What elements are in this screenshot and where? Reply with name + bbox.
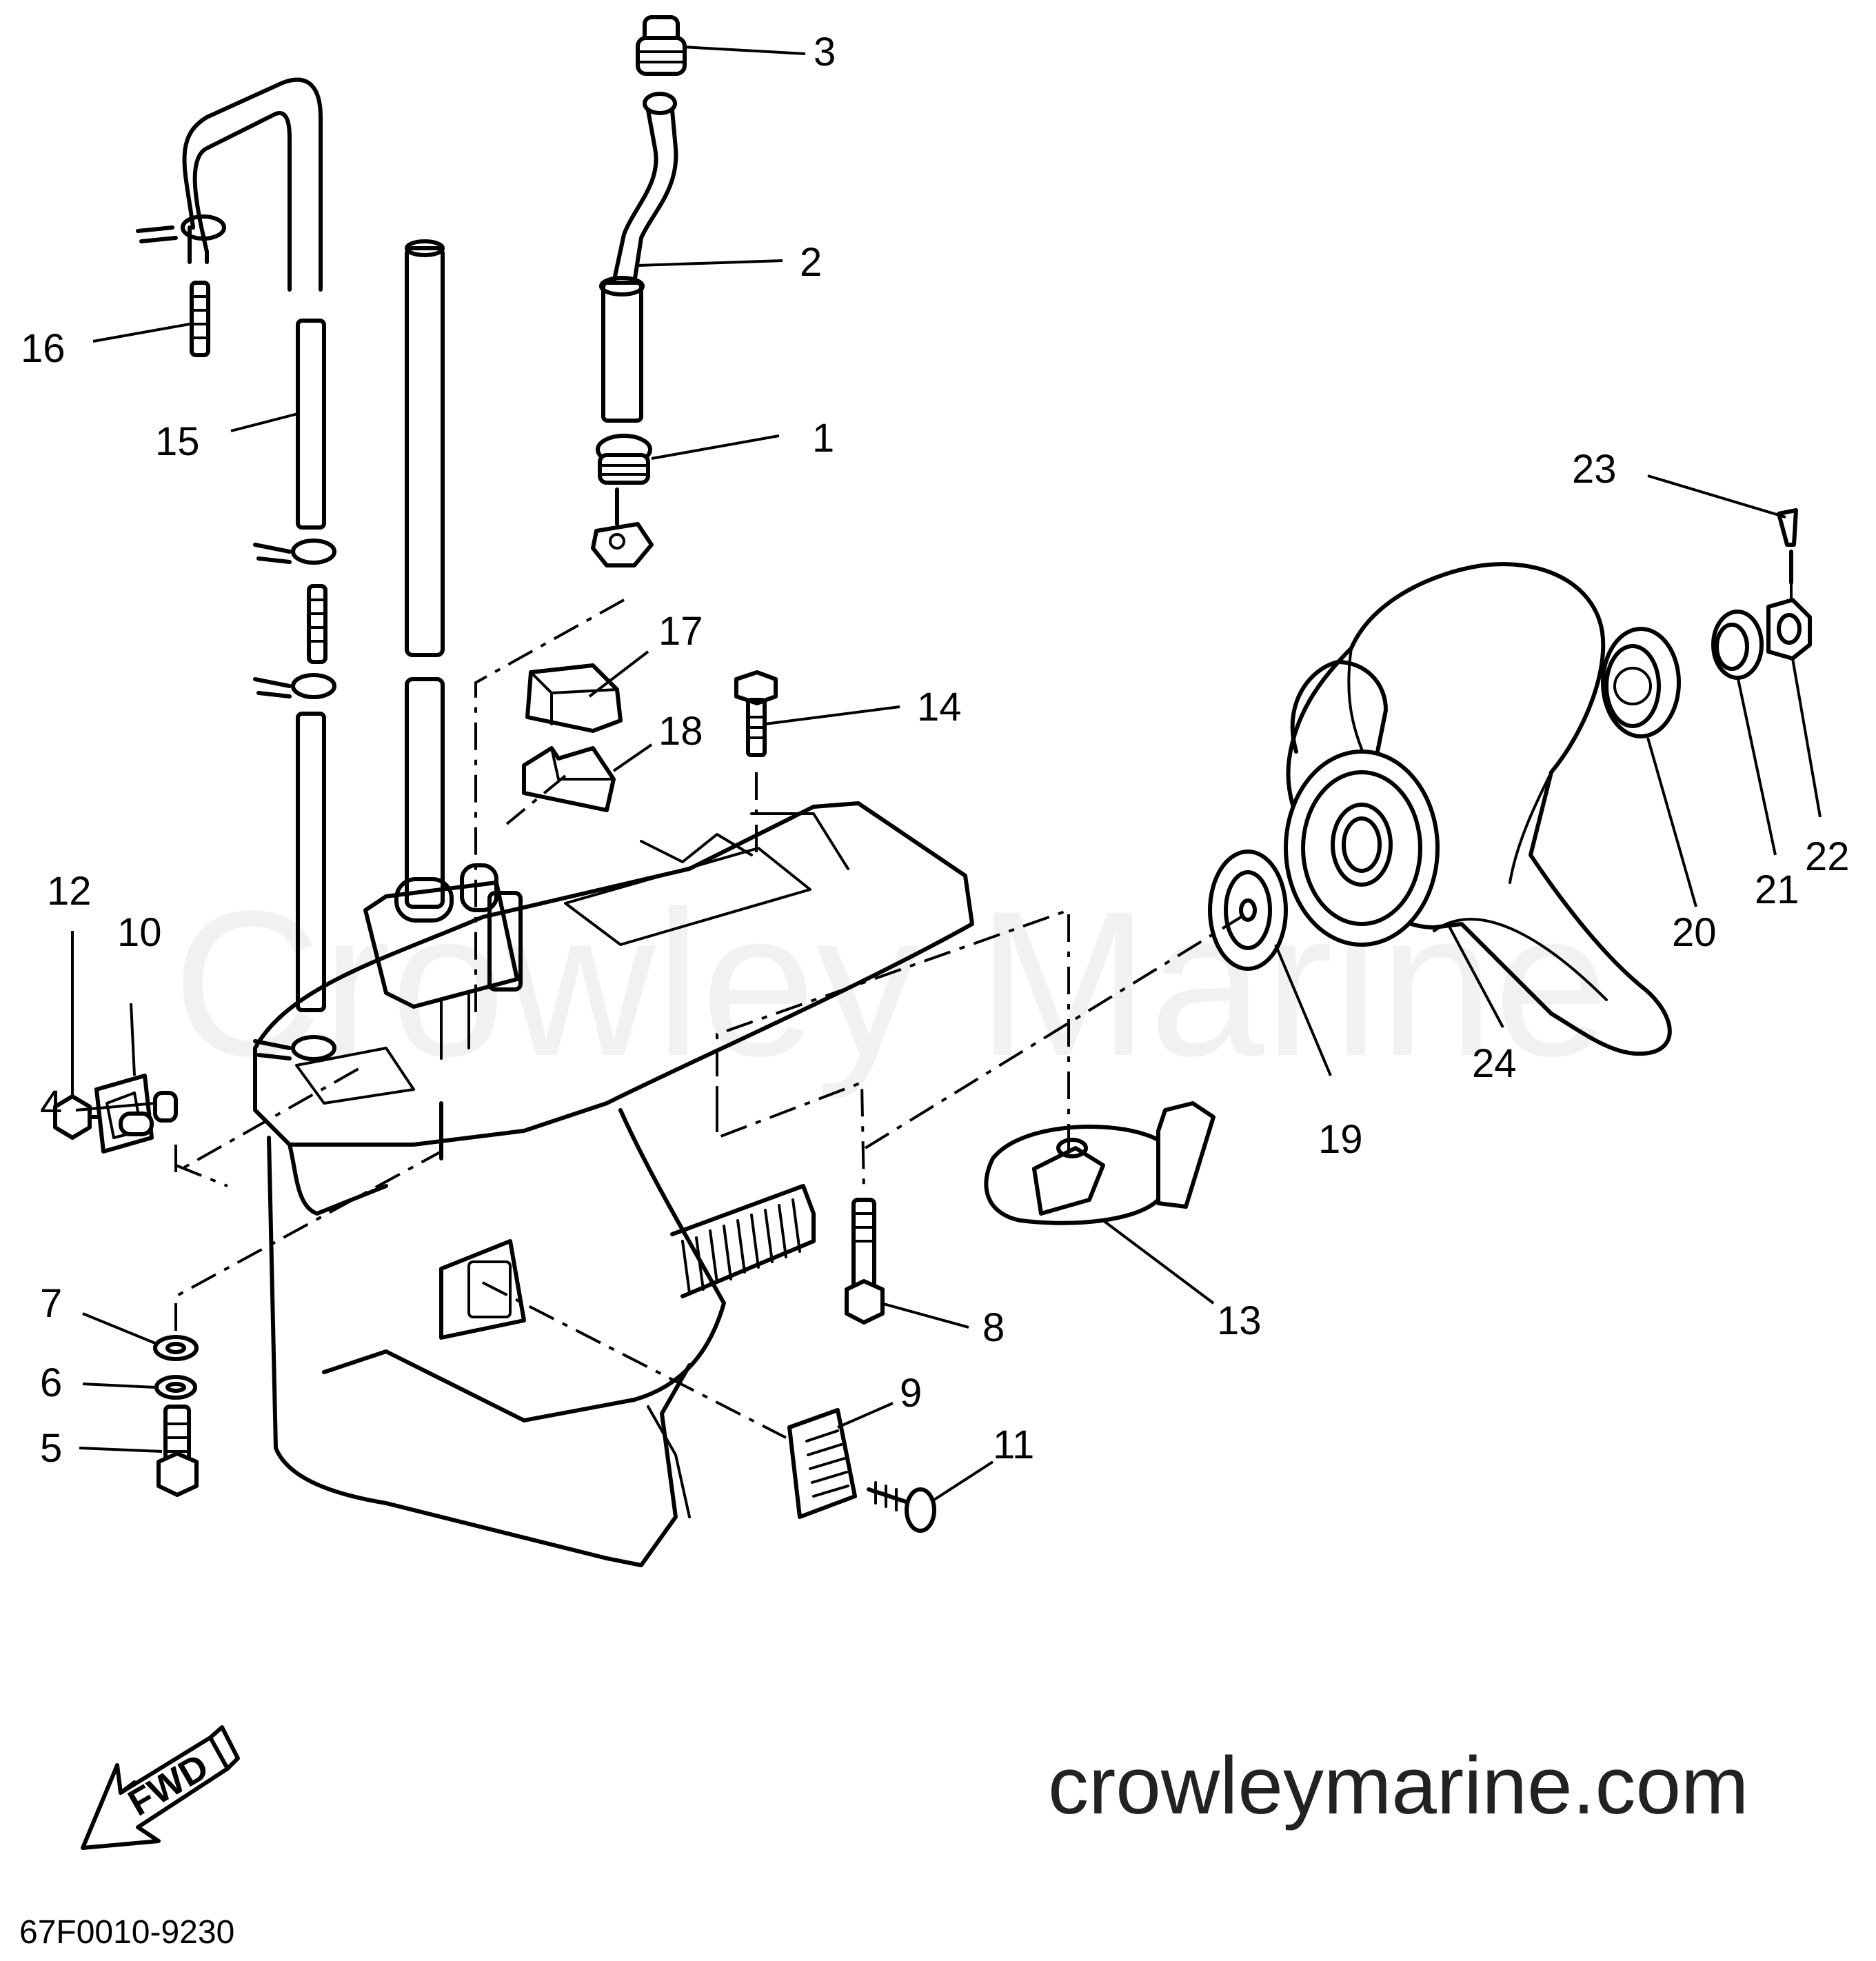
- callout-10: 10: [117, 910, 162, 955]
- water-pipe-assembly: [591, 15, 687, 567]
- water-hose-assembly: [136, 77, 336, 1061]
- washer-6-icon: [154, 1375, 197, 1400]
- grommet-top-icon: [636, 15, 687, 76]
- cotter-pin-23: [1777, 508, 1798, 585]
- callout-14: 14: [917, 685, 962, 730]
- callout-9: 9: [900, 1371, 922, 1416]
- callout-17: 17: [658, 609, 703, 654]
- spacer-20: [1601, 627, 1681, 738]
- callout-24: 24: [1472, 1041, 1517, 1086]
- hose-clip-icon: [136, 214, 336, 1061]
- anode-9: [787, 1408, 857, 1519]
- callout-15: 15: [155, 419, 200, 464]
- callout-23: 23: [1572, 447, 1617, 492]
- callout-20: 20: [1672, 910, 1717, 955]
- hose-section-15: [296, 319, 326, 530]
- fwd-arrow-icon: FWD: [81, 1725, 240, 1850]
- callout-1: 1: [812, 416, 834, 461]
- lower-casing-body: [253, 801, 974, 1567]
- callout-7: 7: [40, 1281, 62, 1326]
- callout-18: 18: [658, 709, 703, 754]
- callout-2: 2: [800, 240, 822, 285]
- damper-pad-17: [525, 663, 623, 733]
- callout-numbers: 1 2 3 4 5 6 7 8 9 10 11 12 13 14 15 16 1…: [21, 30, 1850, 1471]
- hose-lower: [296, 712, 326, 1012]
- pipe-fitting-icon: [591, 487, 654, 567]
- callout-4: 4: [40, 1083, 62, 1127]
- bolt-14-icon: [734, 670, 778, 757]
- callout-5: 5: [40, 1426, 62, 1471]
- site-label: crowleymarine.com: [1048, 1740, 1748, 1831]
- callout-21: 21: [1755, 867, 1799, 912]
- screw-11-icon: [867, 1481, 936, 1533]
- grommet-10-icon: [94, 1074, 154, 1154]
- plate-18: [522, 746, 616, 812]
- washer-21: [1711, 610, 1764, 680]
- callout-6: 6: [40, 1360, 62, 1405]
- callout-8: 8: [982, 1305, 1005, 1350]
- thrust-washer-19: [1208, 849, 1288, 971]
- nut-22: [1766, 598, 1812, 661]
- hose-joint-icon: [190, 281, 327, 664]
- grommet-lower-icon: [596, 434, 652, 485]
- bolt-5-icon: [157, 1405, 199, 1497]
- long-tube: [405, 239, 445, 909]
- callout-16: 16: [21, 326, 65, 371]
- propeller-24: [1284, 562, 1672, 1056]
- callout-12: 12: [47, 869, 92, 914]
- callout-3: 3: [814, 30, 836, 74]
- fwd-label: FWD: [121, 1746, 215, 1824]
- leader-lines: [71, 46, 1822, 1501]
- callout-22: 22: [1805, 834, 1850, 879]
- trim-tab-13: [984, 1101, 1216, 1225]
- callout-13: 13: [1217, 1298, 1262, 1343]
- dowel-pin-4-icon: [153, 1091, 178, 1123]
- part-code: 67F0010-9230: [19, 1914, 234, 1951]
- washer-7-icon: [153, 1335, 199, 1361]
- bolt-8-icon: [845, 1198, 885, 1325]
- callout-11: 11: [993, 1422, 1034, 1467]
- assembly-lines: [174, 583, 1793, 1439]
- callout-19: 19: [1318, 1117, 1363, 1162]
